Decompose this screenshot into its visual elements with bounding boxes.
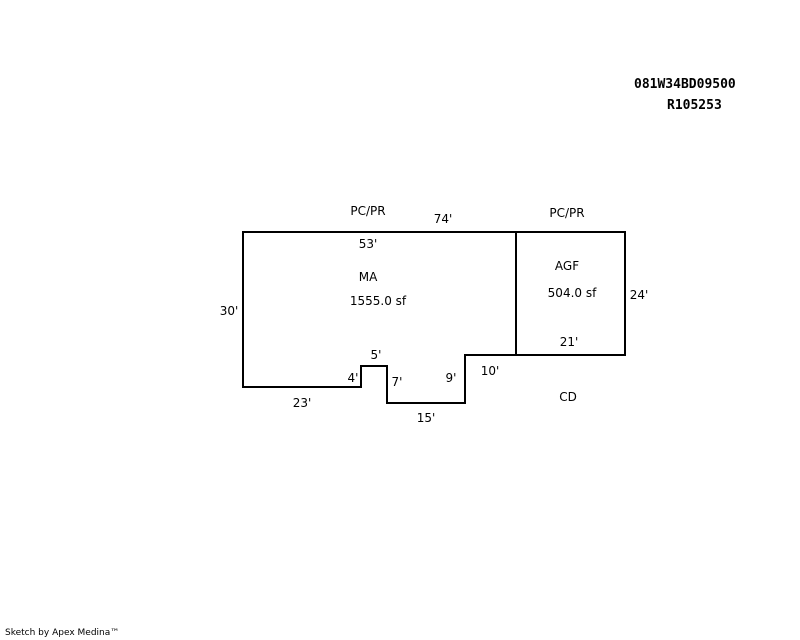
dimension-bottom-left: 23' [293, 396, 312, 410]
garage-size: 504.0 sf [548, 286, 597, 300]
account-id: R105253 [667, 98, 722, 113]
garage-code: AGF [555, 259, 579, 273]
main-area-outline [242, 231, 517, 404]
dimension-notch-right: 7' [392, 375, 403, 389]
garage-outline [515, 231, 626, 356]
cd-label: CD [559, 390, 577, 404]
dimension-ma-top: 53' [359, 237, 378, 251]
parcel-id: 081W34BD09500 [634, 77, 736, 92]
main-area-size: 1555.0 sf [350, 294, 407, 308]
dimension-bottom-middle: 15' [417, 411, 436, 425]
dimension-notch-top: 5' [371, 348, 382, 362]
dimension-step-bottom: 10' [481, 364, 500, 378]
main-area-code: MA [359, 270, 378, 284]
dimension-garage-right: 24' [630, 288, 649, 302]
pcpr-label-left: PC/PR [350, 204, 385, 218]
sketch-credit: Sketch by Apex Medina™ [5, 628, 120, 638]
dimension-left-side: 30' [220, 304, 239, 318]
dimension-garage-bottom: 21' [560, 335, 579, 349]
pcpr-label-right: PC/PR [549, 206, 584, 220]
dimension-notch-left: 4' [348, 371, 359, 385]
dimension-overall-top: 74' [434, 212, 453, 226]
dimension-step-right: 9' [446, 371, 457, 385]
